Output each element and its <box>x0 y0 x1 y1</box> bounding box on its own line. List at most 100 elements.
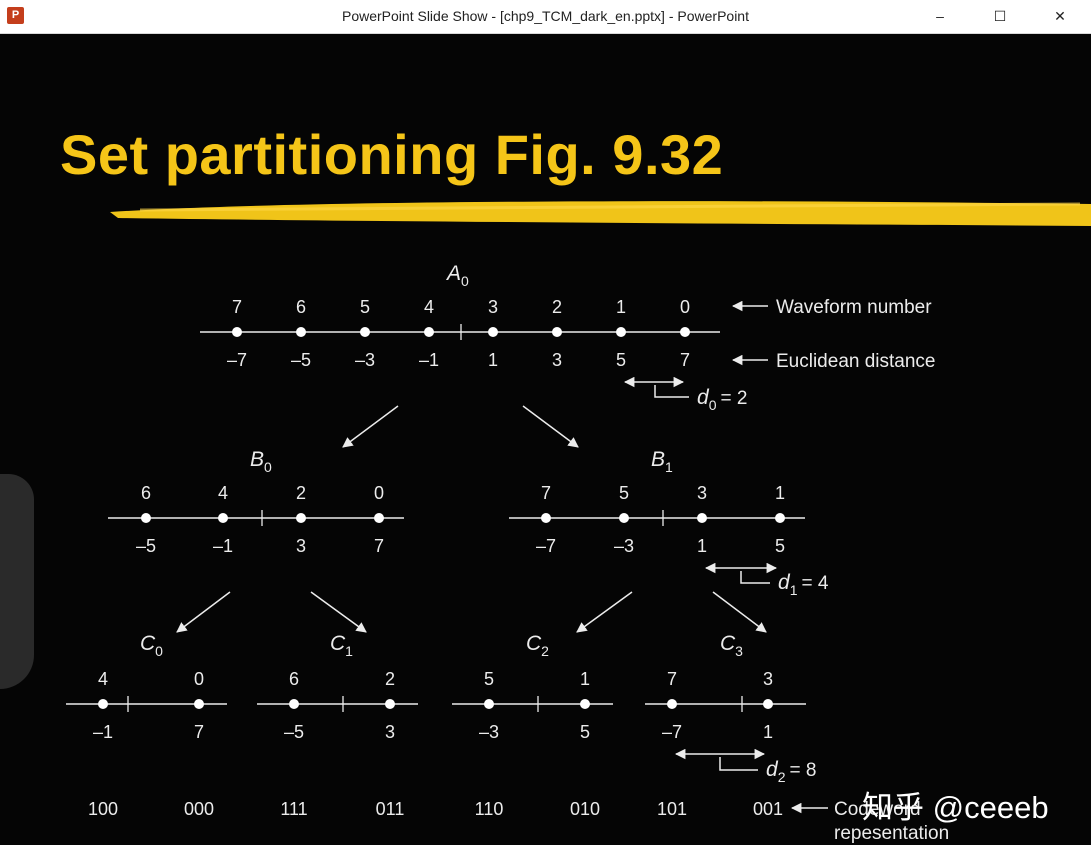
b0-waveform-number: 2 <box>296 483 306 503</box>
arrow-b0-to-c0 <box>176 591 231 633</box>
c3-distance-subscript: 2 <box>778 769 786 785</box>
c0-set-subscript: 0 <box>155 643 163 659</box>
b1-point <box>619 513 629 523</box>
c1-waveform-number: 2 <box>385 669 395 689</box>
b1-point <box>697 513 707 523</box>
b1-distance-value: 1 <box>697 536 707 556</box>
b1-distance-value: 5 <box>775 536 785 556</box>
c3-distance-value: = 8 <box>789 760 816 781</box>
zhihu-site: 知乎 <box>862 790 924 826</box>
b1-distance-value: –3 <box>614 536 634 556</box>
arrow-a-to-b1 <box>522 405 579 448</box>
c3-codeword: 001 <box>753 799 783 819</box>
b0-distance-value: 3 <box>296 536 306 556</box>
close-button[interactable]: ✕ <box>1054 8 1066 24</box>
b0-point <box>218 513 228 523</box>
b1-set-subscript: 1 <box>665 459 673 475</box>
b1-waveform-number: 1 <box>775 483 785 503</box>
maximize-button[interactable]: ☐ <box>993 8 1007 24</box>
a0-waveform-number: 1 <box>616 297 626 317</box>
a0-set-subscript: 0 <box>461 273 469 289</box>
b0-waveform-number: 0 <box>374 483 384 503</box>
c3-waveform-number: 3 <box>763 669 773 689</box>
c2-waveform-number: 5 <box>484 669 494 689</box>
c1-point <box>385 699 395 709</box>
a0-point <box>360 327 370 337</box>
c3-point <box>763 699 773 709</box>
minimize-button[interactable]: – <box>936 8 944 24</box>
b1-distance-label: d1= 4 <box>778 571 829 598</box>
a0-point <box>488 327 498 337</box>
a0-distance-value: = 2 <box>720 388 747 409</box>
c2-distance-value: 5 <box>580 722 590 742</box>
c0-distance-value: 7 <box>194 722 204 742</box>
c0-waveform-number: 4 <box>98 669 108 689</box>
a0-point <box>296 327 306 337</box>
c3-distance-label: d2= 8 <box>766 758 816 785</box>
c1-distance-value: –5 <box>284 722 304 742</box>
waveform-number-label: Waveform number <box>776 297 932 318</box>
a0-distance-value: –5 <box>291 350 311 370</box>
b1-distance-value: –7 <box>536 536 556 556</box>
c2-codeword: 010 <box>570 799 600 819</box>
powerpoint-icon: P <box>7 7 24 24</box>
b0-distance-value: 7 <box>374 536 384 556</box>
b1-distance-subscript: 1 <box>790 582 798 598</box>
b0-set-label: B0 <box>250 448 272 475</box>
a0-point <box>232 327 242 337</box>
a0-distance-value: 3 <box>552 350 562 370</box>
b1-waveform-number: 3 <box>697 483 707 503</box>
b1-distance-value: = 4 <box>801 573 828 594</box>
arrow-b0-to-c1 <box>310 591 367 633</box>
c2-waveform-number: 1 <box>580 669 590 689</box>
a0-point <box>424 327 434 337</box>
b0-waveform-number: 6 <box>141 483 151 503</box>
c2-point <box>580 699 590 709</box>
a0-waveform-number: 7 <box>232 297 242 317</box>
c1-codeword: 011 <box>376 799 405 819</box>
a0-waveform-number: 0 <box>680 297 690 317</box>
a0-waveform-number: 3 <box>488 297 498 317</box>
zhihu-watermark: 知乎 @ceeeb <box>862 782 1049 827</box>
a0-distance-label: d0= 2 <box>697 386 747 413</box>
a0-waveform-number: 2 <box>552 297 562 317</box>
c1-waveform-number: 6 <box>289 669 299 689</box>
set-partitioning-figure: Waveform number Euclidean distance Codew… <box>66 262 949 844</box>
b0-point <box>374 513 384 523</box>
b1-point <box>775 513 785 523</box>
slide[interactable]: Set partitioning Fig. 9.32 Waveform numb… <box>0 34 1091 845</box>
euclidean-distance-label: Euclidean distance <box>776 351 936 372</box>
c3-distance-value: –7 <box>662 722 682 742</box>
representation-label: repesentation <box>834 823 949 844</box>
c0-codeword: 000 <box>184 799 214 819</box>
a0-waveform-number: 6 <box>296 297 306 317</box>
window-titlebar: P PowerPoint Slide Show - [chp9_TCM_dark… <box>0 0 1091 34</box>
window-title: PowerPoint Slide Show - [chp9_TCM_dark_e… <box>342 8 749 24</box>
c2-set-label: C2 <box>526 632 549 659</box>
c0-waveform-number: 0 <box>194 669 204 689</box>
c1-set-label: C1 <box>330 632 353 659</box>
c3-point <box>667 699 677 709</box>
a0-distance-value: –1 <box>419 350 439 370</box>
a0-point <box>680 327 690 337</box>
presenter-arm <box>0 474 34 689</box>
a0-distance-value: –3 <box>355 350 375 370</box>
a0-distance-value: 5 <box>616 350 626 370</box>
c2-codeword: 110 <box>475 799 504 819</box>
a0-set-label: A0 <box>445 262 469 289</box>
codeword-label: Codeword <box>834 799 921 820</box>
c1-codeword: 111 <box>280 799 307 819</box>
b1-point <box>541 513 551 523</box>
arrow-a-to-b0 <box>342 405 399 448</box>
b1-waveform-number: 5 <box>619 483 629 503</box>
c3-waveform-number: 7 <box>667 669 677 689</box>
b0-set-subscript: 0 <box>264 459 272 475</box>
b0-distance-value: –1 <box>213 536 233 556</box>
b1-waveform-number: 7 <box>541 483 551 503</box>
b1-set-label: B1 <box>651 448 673 475</box>
a0-distance-subscript: 0 <box>709 397 717 413</box>
b0-distance-value: –5 <box>136 536 156 556</box>
arrow-b1-to-c3 <box>712 591 767 633</box>
c0-set-label: C0 <box>140 632 163 659</box>
c3-distance-leader <box>719 757 758 771</box>
